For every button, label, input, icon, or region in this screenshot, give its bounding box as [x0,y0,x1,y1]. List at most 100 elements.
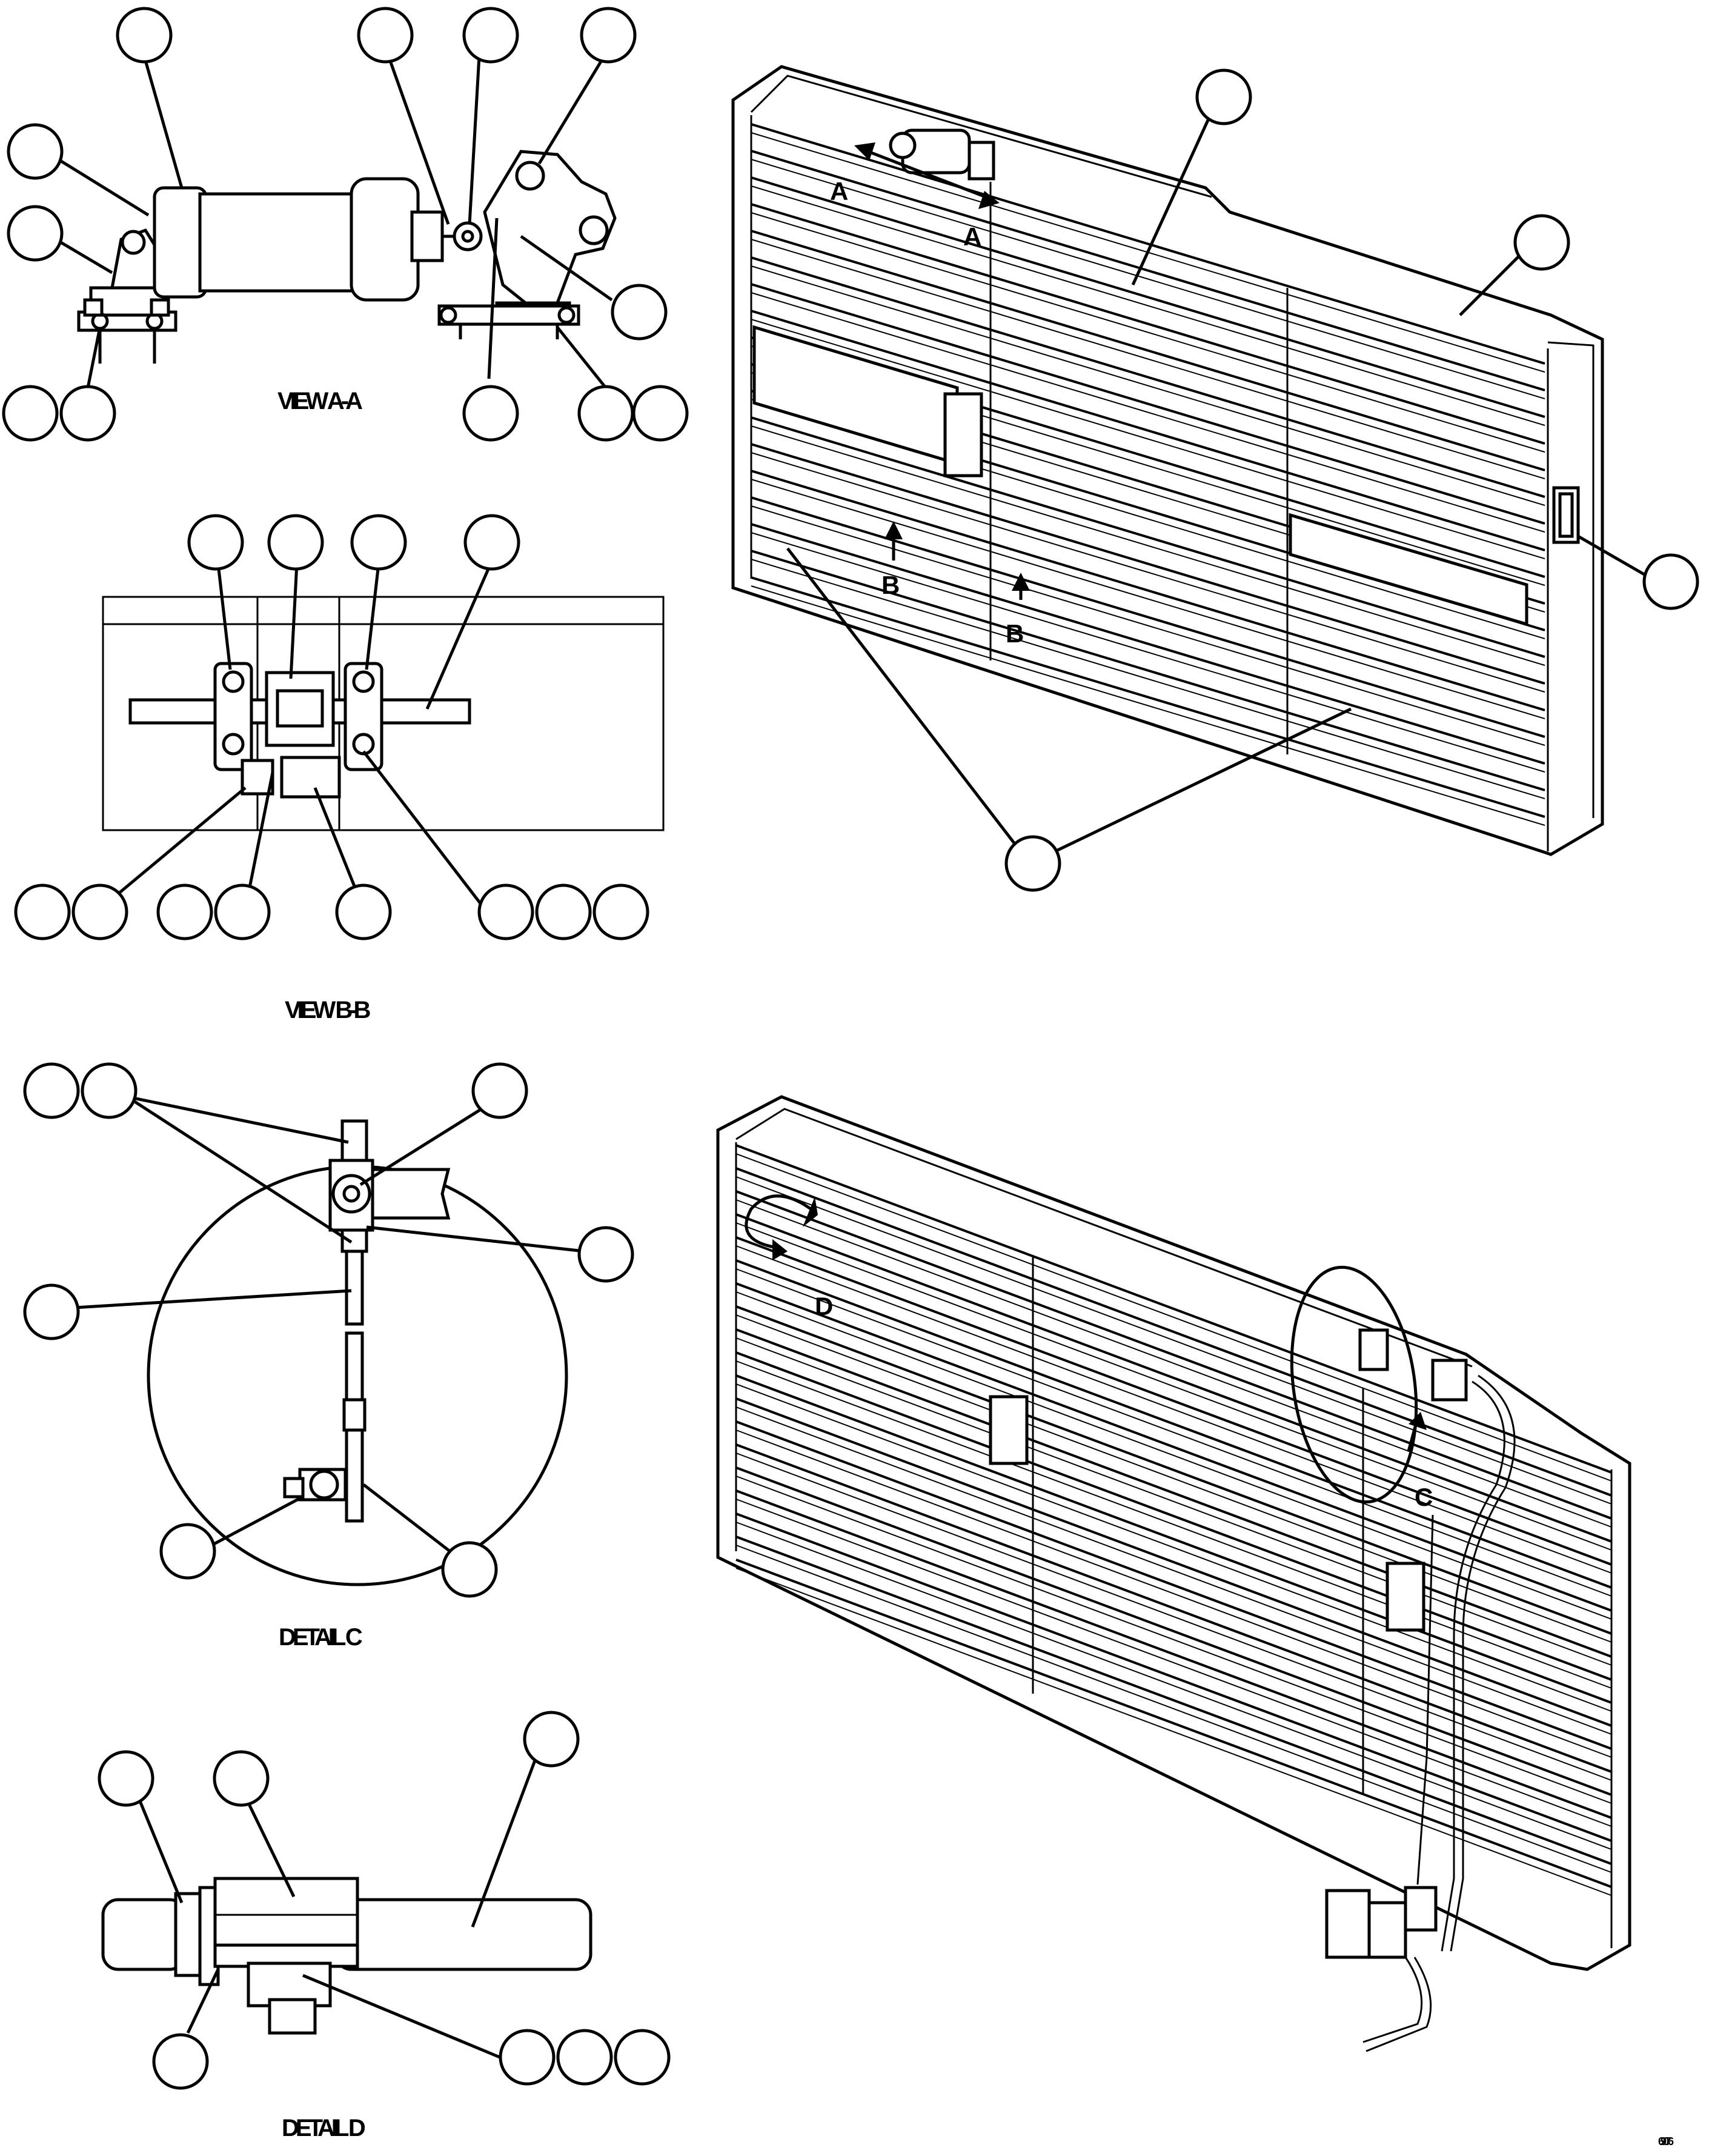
damper-slat [751,176,1545,418]
damper-slat [735,1282,1612,1612]
callout-bubble [577,385,634,442]
damper-slat-edge [735,1429,1612,1758]
damper-slat [751,123,1545,365]
damper-slat-edge [751,452,1545,693]
callout-bubble [462,7,519,64]
drawing-number: 69076 [1658,2135,1674,2148]
damper-slat [735,1397,1612,1727]
callout-bubble [441,1541,498,1598]
damper-slat [735,1512,1612,1842]
callout-bubble [556,2029,613,2086]
damper-slat [751,523,1545,765]
damper-slat [751,550,1545,791]
detail-d-title: DETAIL D [282,2115,365,2141]
damper-slat [751,470,1545,711]
section-marker-a: A [963,222,981,251]
damper-slat-edge [751,479,1545,719]
damper-slat-edge [751,559,1545,799]
callout-bubble [23,1283,80,1340]
damper-slat [735,1351,1612,1681]
callout-bubble [335,883,392,940]
callout-bubble [632,385,689,442]
callout-bubble [463,514,520,571]
callout-bubble [611,284,668,341]
damper-slat [735,1420,1612,1750]
damper-slat-edge [735,1314,1612,1643]
callout-bubble [116,7,173,64]
damper-slat [735,1535,1612,1865]
callout-bubble [152,2033,209,2090]
callout-bubble [1513,214,1570,271]
callout-bubble [159,1523,216,1580]
damper-slat-edge [735,1245,1612,1574]
callout-bubble [23,1062,80,1119]
damper-slat-edge [735,1499,1612,1827]
damper-slat-edge [751,585,1545,826]
damper-slat-edge [751,292,1545,533]
callout-bubble [471,1062,528,1119]
section-marker-c: C [1415,1483,1433,1511]
callout-bubble [213,1750,270,1807]
damper-slat [751,150,1545,391]
view-bb-callouts [14,514,649,940]
callout-bubble [1195,68,1252,125]
damper-slat-edge [735,1406,1612,1735]
damper-slat-edge [751,425,1545,666]
callout-bubble [1642,553,1699,610]
damper-slat-edge [751,185,1545,426]
section-marker-b: B [1006,619,1024,648]
damper-slat [735,1466,1612,1796]
callout-bubble [499,2029,556,2086]
damper-slat-edge [751,319,1545,559]
callout-bubble [81,1062,138,1119]
callout-bubble [1004,835,1061,892]
damper-slat [735,1374,1612,1704]
callout-bubble [357,7,414,64]
damper-slat-edge [735,1153,1612,1482]
damper-slat-edge [735,1522,1612,1850]
callout-bubble [98,1750,154,1807]
view-bb-drawing [102,596,665,831]
damper-slat [735,1559,1612,1888]
callout-bubble [477,883,534,940]
damper-slats-upper [751,123,1545,826]
section-marker-b: B [881,571,900,599]
damper-assembly-front [731,65,1604,856]
damper-slat-edge [735,1452,1612,1781]
damper-slat-edge [735,1383,1612,1712]
callout-bubble [7,205,64,262]
damper-slat-edge [735,1568,1612,1896]
damper-slat-edge [735,1268,1612,1597]
damper-slat [751,310,1545,551]
damper-slat-edge [735,1222,1612,1551]
detail-c-callouts [23,1062,634,1598]
detail-c-drawing [147,1119,568,1586]
damper-slat-edge [735,1545,1612,1873]
callout-bubble [71,883,128,940]
callout-bubble [14,883,71,940]
damper-slat-edge [751,212,1545,453]
damper-slat [751,203,1545,445]
damper-slat-edge [751,239,1545,479]
detail-d-callouts [98,1711,671,2090]
damper-slat [751,443,1545,685]
damper-slat [751,496,1545,738]
damper-front-callouts [786,68,1699,892]
damper-slat [735,1144,1612,1474]
callout-bubble [7,123,64,180]
section-marker-d: D [815,1292,833,1320]
callout-bubble [214,883,271,940]
damper-slat-edge [735,1291,1612,1620]
damper-slat-edge [735,1360,1612,1689]
damper-slat-edge [751,505,1545,746]
damper-slat-edge [751,532,1545,773]
section-marker-a: A [830,177,848,205]
damper-slat [735,1443,1612,1773]
damper-slat [735,1167,1612,1497]
callout-bubble [187,514,244,571]
callout-bubble [2,385,59,442]
damper-slat-edge [751,265,1545,506]
callout-bubble [462,385,519,442]
damper-slat [735,1259,1612,1589]
